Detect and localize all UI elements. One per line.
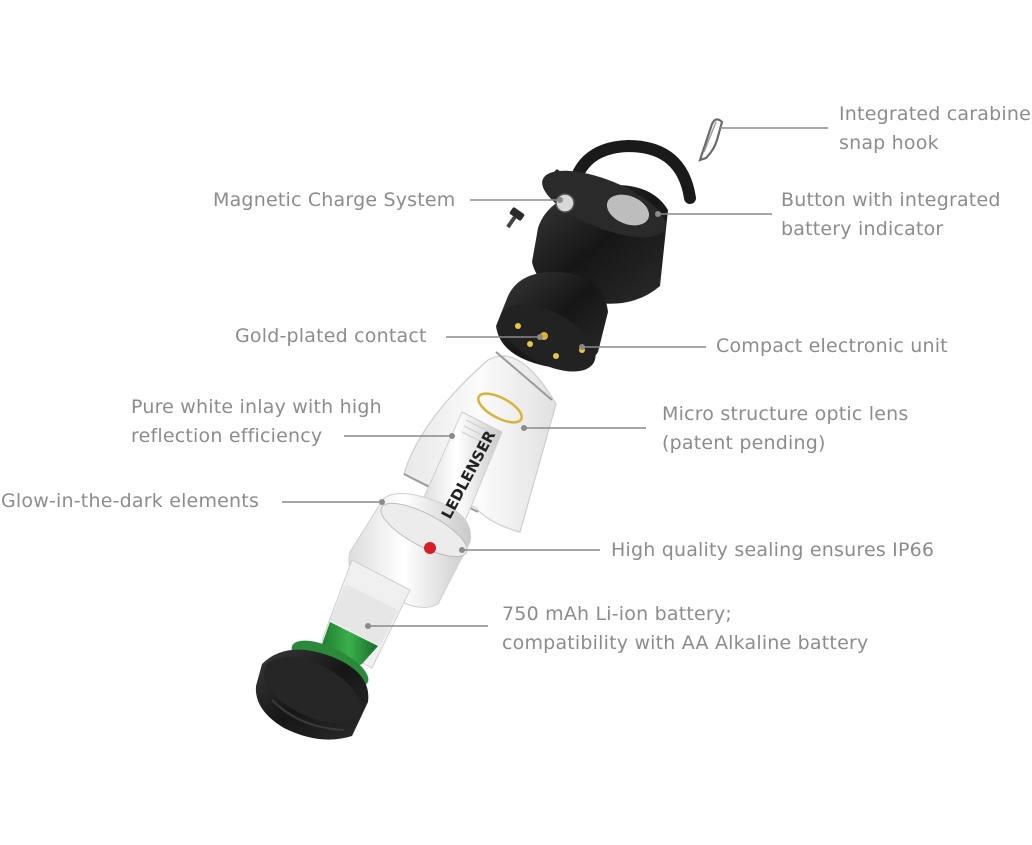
label-battery-line2: compatibility with AA Alkaline battery [502, 632, 869, 654]
label-sealing: High quality sealing ensures IP66 [611, 536, 934, 565]
label-gold-contact: Gold-plated contact [235, 322, 427, 351]
label-glow-elements-line1: Glow-in-the-dark elements [1, 490, 260, 512]
label-button-indicator-line2: battery indicator [781, 218, 944, 240]
battery [320, 559, 411, 669]
label-gold-contact-line1: Gold-plated contact [235, 325, 427, 347]
label-button-indicator: Button with integrated battery indicator [781, 186, 1001, 244]
label-carabiner-line2: snap hook [839, 132, 939, 154]
label-carabiner-line1: Integrated carabine [839, 103, 1031, 125]
label-electronic-unit: Compact electronic unit [716, 332, 948, 361]
label-button-indicator-line1: Button with integrated [781, 189, 1001, 211]
label-battery-line1: 750 mAh Li-ion battery; [502, 603, 732, 625]
label-glow-elements: Glow-in-the-dark elements [1, 487, 259, 516]
label-white-inlay-line2: reflection efficiency [131, 425, 323, 447]
carabiner-hook-icon [698, 118, 724, 162]
label-sealing-line1: High quality sealing ensures IP66 [611, 539, 935, 561]
label-optic-lens-line1: Micro structure optic lens [662, 403, 909, 425]
label-optic-lens-line2: (patent pending) [662, 432, 826, 454]
leader-lines [282, 127, 828, 629]
label-carabiner: Integrated carabine snap hook [839, 100, 1031, 158]
label-magnetic-charge-line1: Magnetic Charge System [213, 189, 456, 211]
label-magnetic-charge: Magnetic Charge System [213, 186, 456, 215]
label-white-inlay: Pure white inlay with high reflection ef… [131, 393, 382, 451]
bottom-cap [255, 649, 369, 740]
label-battery: 750 mAh Li-ion battery; compatibility wi… [502, 600, 868, 658]
label-white-inlay-line1: Pure white inlay with high [131, 396, 382, 418]
label-electronic-unit-line1: Compact electronic unit [716, 335, 948, 357]
label-optic-lens: Micro structure optic lens (patent pendi… [662, 400, 908, 458]
